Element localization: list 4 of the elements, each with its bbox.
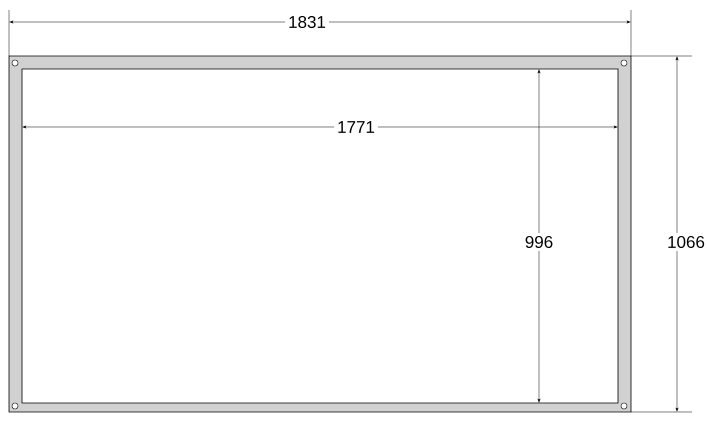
dimension-label: 1831 bbox=[285, 12, 329, 32]
dimension-label: 996 bbox=[522, 232, 556, 251]
dimension-label: 1066 bbox=[664, 232, 707, 251]
dimension-label: 1771 bbox=[334, 118, 378, 136]
